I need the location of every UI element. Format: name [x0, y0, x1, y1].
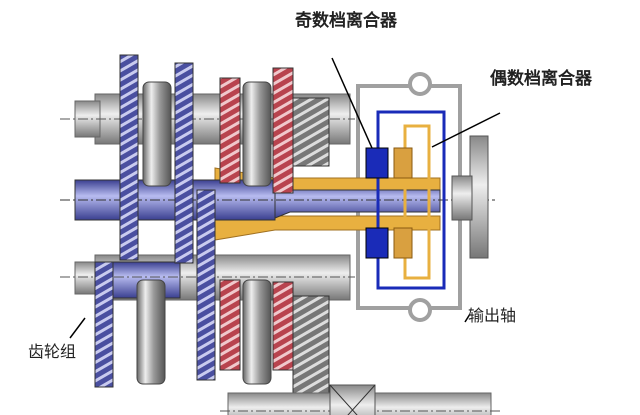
- synchronizers: [136, 81, 272, 385]
- gear-set-label: 齿轮组: [28, 342, 77, 361]
- gear-blue-1: [119, 54, 139, 261]
- gear-gray-upper: [292, 97, 330, 167]
- odd-clutch-plate-top: [365, 147, 389, 179]
- gear-red-1: [219, 77, 241, 184]
- gear-blue-4: [94, 261, 114, 388]
- gear-gray-output: [292, 295, 330, 409]
- output-bearing: [329, 384, 376, 415]
- flywheel: [451, 135, 489, 259]
- clutch-frames: [376, 110, 446, 290]
- odd-clutch-plate-bottom: [365, 227, 389, 259]
- odd-clutch-label: 奇数档离合器: [295, 11, 397, 31]
- gear-blue-2: [174, 62, 194, 264]
- even-clutch-label: 偶数档离合器: [490, 69, 592, 89]
- output-shaft: [220, 384, 500, 415]
- gear-red-4: [272, 281, 294, 371]
- output-shaft-label: 输出轴: [468, 306, 517, 325]
- gear-red-2: [272, 67, 294, 194]
- gear-red-3: [219, 279, 241, 371]
- gear-blue-3: [196, 189, 216, 381]
- even-clutch-plate-bottom: [393, 227, 413, 259]
- gear-set: [94, 54, 330, 409]
- even-clutch-plate-top: [393, 147, 413, 179]
- leader-lines: [69, 57, 501, 339]
